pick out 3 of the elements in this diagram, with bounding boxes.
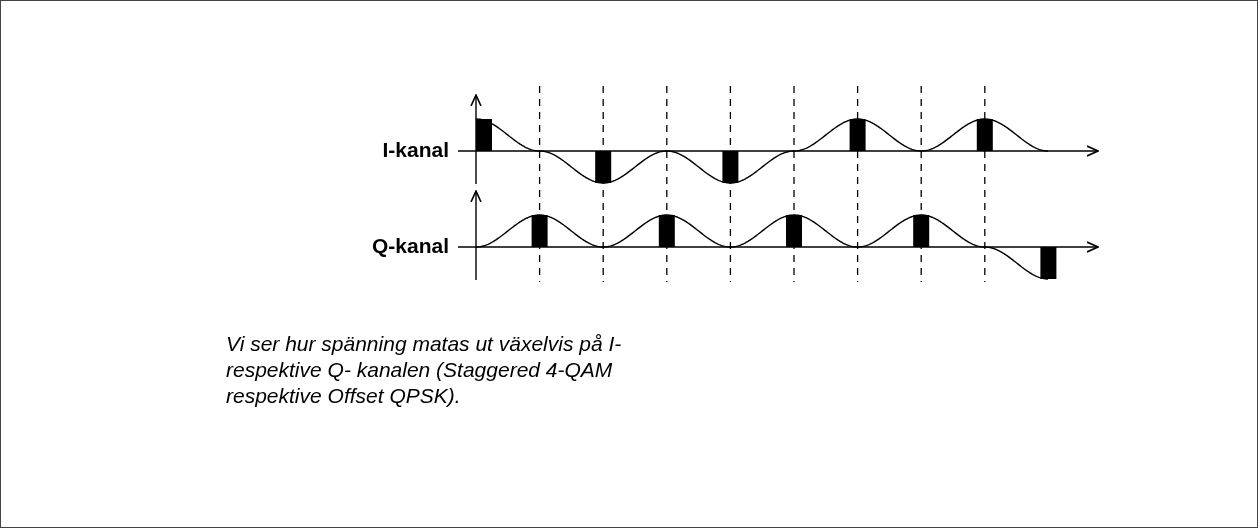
caption: Vi ser hur spänning matas ut växelvis på I- respektive Q- kanalen (Staggered 4-QAM respektive Offset QPSK). (226, 331, 623, 409)
channel-label: Q-kanal (371, 234, 449, 258)
channel-label: I-kanal (382, 138, 449, 162)
